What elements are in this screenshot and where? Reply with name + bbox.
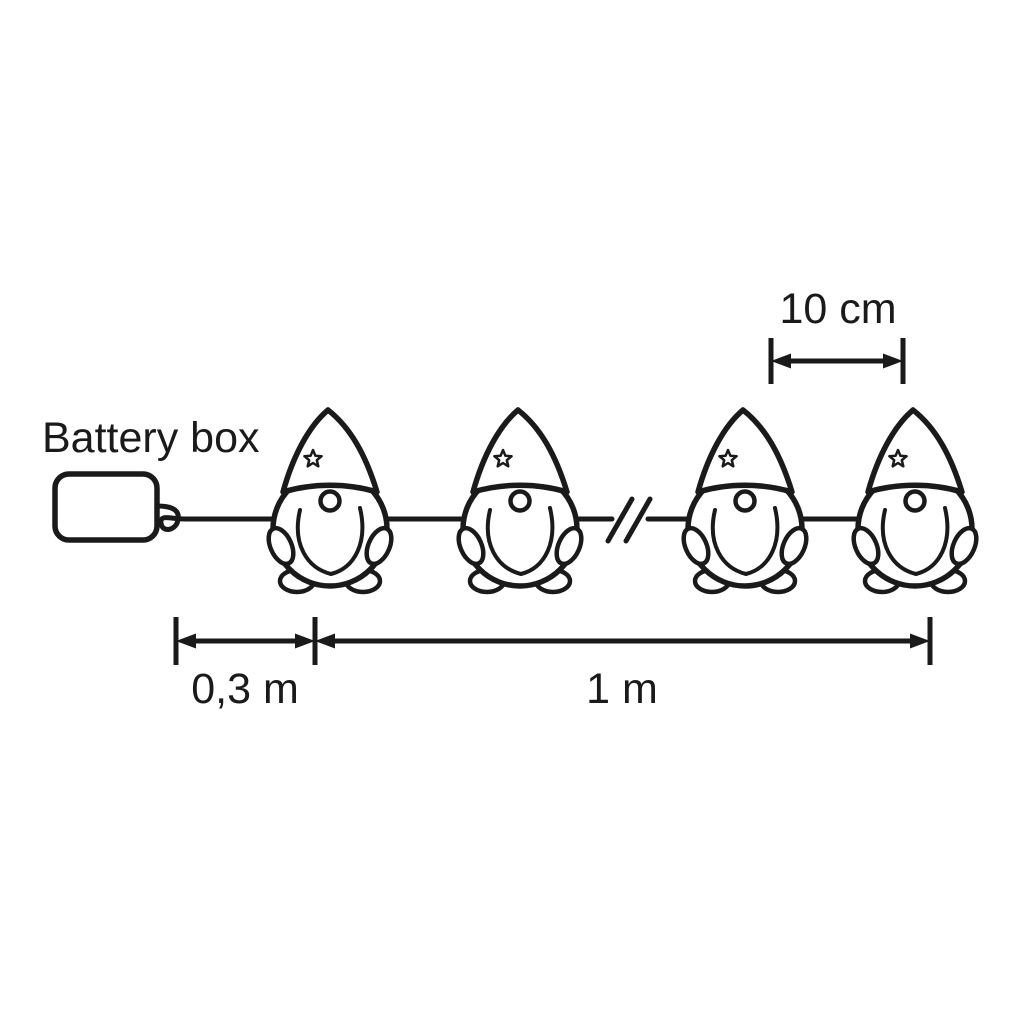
arrowhead-left-icon [176, 633, 196, 649]
break-slash-2 [623, 496, 653, 544]
dimension-bulb-spacing: 10 cm [768, 285, 906, 384]
total-length-label: 1 m [586, 665, 658, 713]
arrowhead-right-icon [910, 633, 930, 649]
gnome-icon-1 [264, 410, 397, 592]
gnome-icon-3 [679, 410, 812, 592]
wire-break-icon [605, 496, 653, 544]
break-slash-1 [605, 496, 635, 544]
gnome-icon-4 [849, 410, 982, 592]
dimension-string-length: 1 m [315, 617, 933, 713]
spacing-label: 10 cm [779, 285, 896, 333]
arrowhead-right-icon [295, 633, 315, 649]
battery-box-label: Battery box [42, 414, 260, 462]
lead-length-label: 0,3 m [191, 665, 299, 713]
arrowhead-left-icon [771, 353, 791, 369]
battery-box [52, 471, 160, 543]
arrowhead-left-icon [315, 633, 335, 649]
arrowhead-right-icon [883, 353, 903, 369]
gnome-icon-2 [454, 410, 587, 592]
dimension-lead-length: 0,3 m [173, 617, 318, 713]
wire-segment-left [154, 503, 615, 532]
